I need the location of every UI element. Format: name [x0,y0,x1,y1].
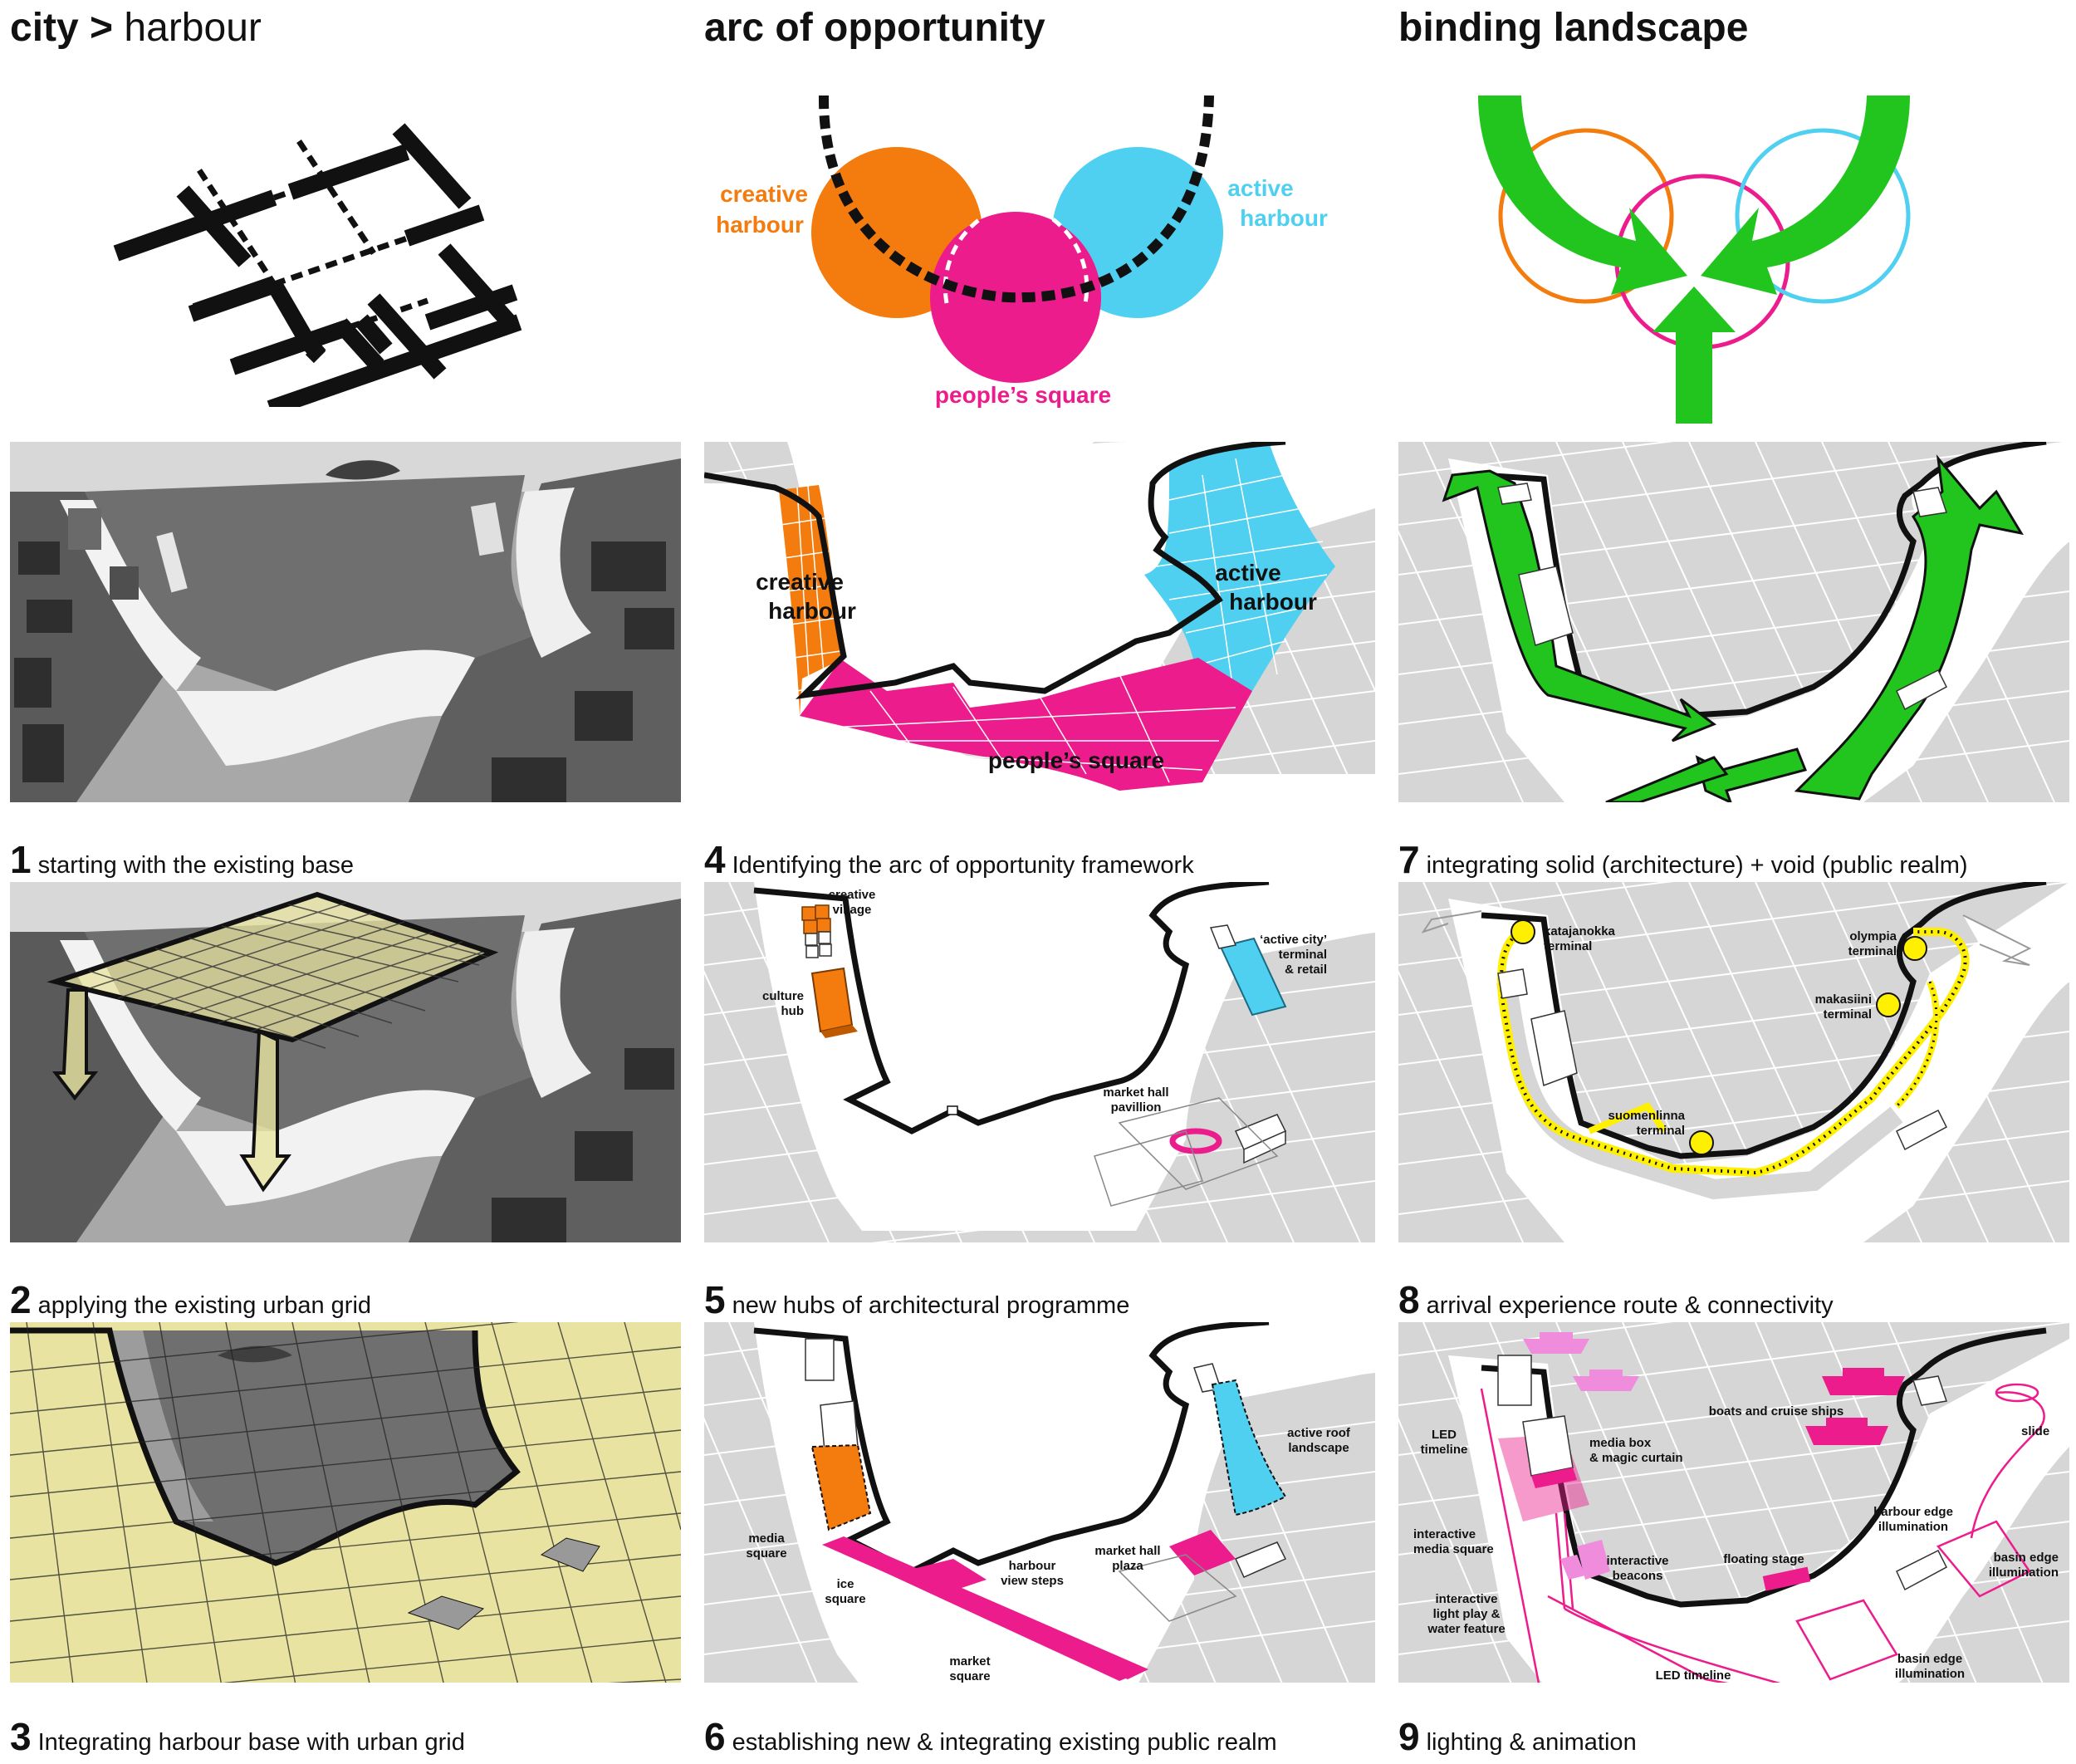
panel-4-arc-framework: creative harbour active harbour people’s… [704,442,1375,802]
p6-media-1: media [748,1531,785,1546]
active-label-2: harbour [1240,205,1328,231]
p5-market-hall-1: market hall [1103,1085,1168,1100]
p6-active-roof-2: landscape [1288,1441,1349,1455]
p8-katajanokka-2: terminal [1544,939,1592,953]
p9-harbour-edge-2: illumination [1878,1520,1948,1534]
p9-ilp-3: water feature [1427,1622,1505,1636]
p9-ilp-1: interactive [1435,1592,1497,1606]
peoples-square-circle [930,212,1101,383]
p5-culture-hub-1: culture [762,989,804,1003]
p4-people: people’s square [988,747,1164,773]
p9-floating-stage: floating stage [1723,1552,1804,1566]
grid-icon [100,108,565,407]
p6-market-1: market [949,1654,990,1668]
p9-media-box-2: & magic curtain [1589,1451,1683,1465]
p6-market-hall-1: market hall [1094,1544,1160,1558]
p6-harbour-steps-1: harbour [1009,1559,1056,1573]
p8-olympia-2: terminal [1848,944,1897,958]
creative-label-1: creative [720,181,808,207]
p5-creative-village-2: village [833,903,872,917]
p6-market-2: square [949,1669,990,1683]
panel-9-lighting-animation: boats and cruise ships LED timeline medi… [1398,1322,2069,1683]
panel-1-existing-base-photo [10,442,681,802]
panel-2-urban-grid-photo [10,882,681,1242]
p9-basin-right-1: basin edge [1994,1551,2059,1565]
p9-boats: boats and cruise ships [1709,1404,1844,1419]
p9-harbour-edge-1: harbour edge [1873,1505,1953,1519]
p5-active-city-2: terminal [1279,948,1327,962]
p4-creative-1: creative [756,569,844,595]
creative-label-2: harbour [716,212,804,238]
p9-media-box-1: media box [1589,1436,1652,1450]
active-label-1: active [1227,175,1293,201]
p9-ilp-2: light play & [1433,1607,1501,1621]
p9-ims-2: media square [1413,1542,1494,1556]
p9-led-top-1: LED [1432,1428,1457,1442]
p8-olympia-1: olympia [1849,929,1897,943]
p5-creative-village-1: creative [829,888,876,902]
arc-of-opportunity-icon: creative harbour active harbour people’s… [698,83,1362,415]
p6-media-2: square [746,1546,786,1561]
p4-active-1: active [1215,560,1280,586]
p4-creative-2: harbour [768,598,856,624]
p5-active-city-1: ‘active city’ [1260,933,1327,947]
title-binding-landscape: binding landscape [1398,3,1748,53]
p6-harbour-steps-2: view steps [1001,1574,1064,1588]
binding-landscape-icon [1445,83,2076,432]
p6-ice-1: ice [837,1577,854,1591]
p9-led-top-2: timeline [1421,1443,1468,1457]
p8-makasiini-2: terminal [1824,1007,1872,1022]
p9-beacons-1: interactive [1606,1554,1668,1568]
p8-suomenlinna-2: terminal [1637,1124,1685,1138]
p9-ims-1: interactive [1413,1527,1476,1541]
p9-slide: slide [2021,1424,2049,1438]
panel-8-arrival-route: katajanokka terminal olympia terminal ma… [1398,882,2069,1242]
panel-3-integrated-grid-photo [10,1322,681,1683]
p8-katajanokka-1: katajanokka [1544,924,1616,938]
p5-active-city-3: & retail [1285,963,1327,977]
p6-market-hall-2: plaza [1112,1559,1143,1573]
p9-led-bottom: LED timeline [1656,1668,1731,1683]
p6-active-roof-1: active roof [1287,1426,1351,1440]
p8-makasiini-1: makasiini [1815,992,1872,1007]
p4-active-2: harbour [1229,589,1317,615]
p5-market-hall-2: pavillion [1111,1100,1162,1115]
panel-5-architectural-hubs: creative village culture hub ‘active cit… [704,882,1375,1242]
title-city-harbour: city > harbour [10,3,262,53]
title-arc-of-opportunity: arc of opportunity [704,3,1045,53]
panel-7-solid-void [1398,442,2069,802]
p9-beacons-2: beacons [1613,1569,1663,1583]
p5-culture-hub-2: hub [781,1004,805,1018]
p9-basin-bottom-2: illumination [1895,1667,1965,1681]
p6-ice-2: square [825,1592,865,1606]
peoples-square-label: people’s square [935,382,1111,408]
p9-basin-bottom-1: basin edge [1897,1652,1962,1666]
p9-basin-right-2: illumination [1989,1566,2059,1580]
p8-suomenlinna-1: suomenlinna [1608,1109,1685,1123]
panel-6-public-realm: media square ice square market square ha… [704,1322,1375,1683]
